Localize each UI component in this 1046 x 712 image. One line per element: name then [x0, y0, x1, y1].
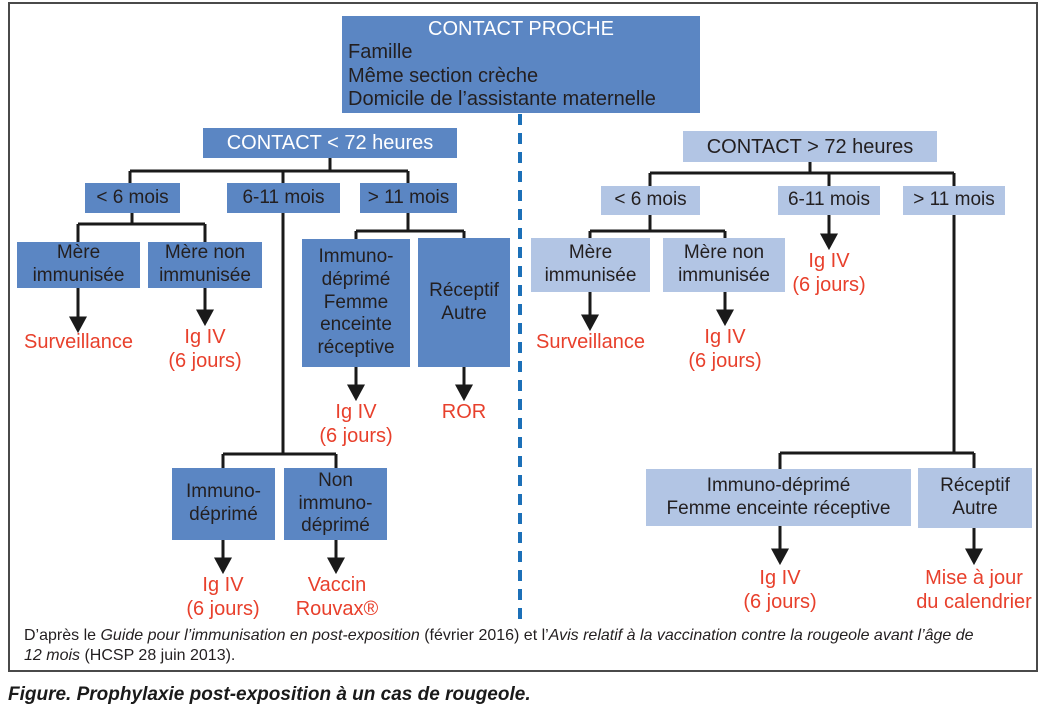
- node-left-6-11mois: 6-11 mois: [227, 183, 340, 213]
- node-right-6-11mois: 6-11 mois: [778, 186, 880, 215]
- outcome-right-igiv-6-11: Ig IV (6 jours): [792, 250, 866, 296]
- footnote-seg: (février 2016) et l’: [419, 627, 549, 644]
- node-contact-proche: CONTACT PROCHE Famille Même section crèc…: [342, 16, 700, 113]
- node-left-lt6mois: < 6 mois: [85, 183, 180, 213]
- footnote-seg-italic: Guide pour l’immunisation en post-exposi…: [100, 627, 420, 644]
- outcome-left-surveillance: Surveillance: [24, 331, 133, 353]
- figure-border: [8, 2, 1038, 672]
- outcome-right-surveillance: Surveillance: [536, 331, 645, 353]
- node-left-immunodeprime: Immuno- déprimé: [172, 468, 275, 540]
- footnote-seg-italic: Avis relatif à la vaccination contre la …: [548, 627, 974, 644]
- node-left-mere-immunisee: Mère immunisée: [17, 242, 140, 288]
- footnote-seg: D’après le: [24, 627, 101, 644]
- node-right-receptif-autre: Réceptif Autre: [918, 468, 1032, 528]
- node-right-immunodeprime-femme-enceinte: Immuno-déprimé Femme enceinte réceptive: [646, 469, 911, 526]
- outcome-left-ror: ROR: [441, 401, 487, 423]
- outcome-right-igiv-lt6: Ig IV (6 jours): [688, 326, 762, 372]
- node-left-mere-non-immunisee: Mère non immunisée: [148, 242, 262, 288]
- root-title: CONTACT PROCHE: [428, 18, 614, 40]
- figure-caption: Figure. Prophylaxie post-exposition à un…: [8, 684, 531, 705]
- root-sublines: Famille Même section crèche Domicile de …: [348, 41, 656, 110]
- source-footnote: D’après le Guide pour l’immunisation en …: [24, 626, 1019, 666]
- outcome-right-mise-a-jour: Mise à jour du calendrier: [916, 567, 1032, 613]
- node-right-mere-immunisee: Mère immunisée: [531, 238, 650, 292]
- node-contact-lt72: CONTACT < 72 heures: [203, 128, 457, 158]
- outcome-left-vaccin-rouvax: Vaccin Rouvax®: [295, 574, 379, 620]
- outcome-left-igiv-6-11: Ig IV (6 jours): [186, 574, 260, 620]
- node-left-non-immunodeprime: Non immuno- déprimé: [284, 468, 387, 540]
- footnote-seg: (HCSP 28 juin 2013).: [80, 646, 236, 664]
- footnote-seg-italic: 12 mois: [24, 646, 81, 664]
- node-left-gt11mois: > 11 mois: [360, 183, 457, 213]
- node-left-immunodeprime-femme-enceinte: Immuno- déprimé Femme enceinte réceptive: [302, 239, 410, 367]
- node-left-receptif-autre: Réceptif Autre: [418, 238, 510, 367]
- outcome-left-igiv-gt11: Ig IV (6 jours): [319, 401, 393, 447]
- node-right-gt11mois: > 11 mois: [903, 186, 1005, 215]
- outcome-right-igiv-gt11: Ig IV (6 jours): [743, 567, 817, 613]
- node-right-lt6mois: < 6 mois: [601, 186, 700, 215]
- node-contact-gt72: CONTACT > 72 heures: [683, 131, 937, 162]
- outcome-left-igiv-lt6: Ig IV (6 jours): [168, 326, 242, 372]
- node-right-mere-non-immunisee: Mère non immunisée: [663, 238, 785, 292]
